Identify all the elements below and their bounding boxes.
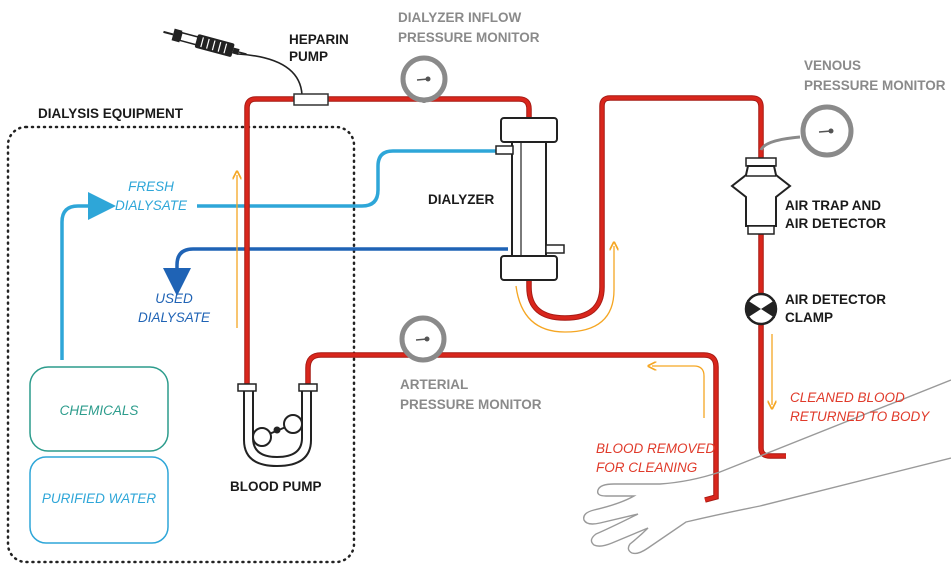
blood-removed-label-2: FOR CLEANING (596, 460, 697, 475)
arterial-monitor-label-2: PRESSURE MONITOR (400, 397, 542, 412)
venous-monitor-gauge (759, 104, 854, 158)
fresh-dialysate-label-2: DIALYSATE (115, 198, 188, 213)
purified-water-container (29, 456, 169, 544)
cleaned-blood-label-2: RETURNED TO BODY (790, 409, 930, 424)
blood-removed-label: BLOOD REMOVED (596, 441, 716, 456)
blood-pump-unit (237, 383, 318, 468)
venous-monitor-label-2: PRESSURE MONITOR (804, 78, 946, 93)
used-dialysate-line (163, 247, 508, 296)
cleaned-blood-label: CLEANED BLOOD (790, 390, 905, 405)
dialyzer-inflow-monitor-label: DIALYZER INFLOW (398, 10, 522, 25)
purified-water-label: PURIFIED WATER (42, 491, 157, 506)
dialyzer-inflow-monitor-gauge (400, 55, 448, 103)
heparin-pump-connector (293, 93, 329, 106)
chemicals-container (29, 366, 169, 452)
heparin-pump-label: HEPARIN (289, 32, 349, 47)
fresh-dialysate-line (60, 192, 116, 360)
venous-monitor-label: VENOUS (804, 58, 861, 73)
fresh-dialysate-line-to-dialyzer (197, 149, 498, 208)
blood-line-venous (526, 95, 764, 321)
blood-line-return (758, 232, 786, 459)
heparin-syringe (163, 28, 303, 96)
air-detector-clamp-label-2: CLAMP (785, 310, 833, 325)
dialyzer-unit (495, 117, 565, 281)
arterial-monitor-gauge (399, 315, 447, 363)
blood-pump-label: BLOOD PUMP (230, 479, 322, 494)
dialyzer-inflow-monitor-label-2: PRESSURE MONITOR (398, 30, 540, 45)
air-trap-label-2: AIR DETECTOR (785, 216, 886, 231)
dialyzer-label: DIALYZER (428, 192, 495, 207)
air-trap-unit (730, 157, 792, 235)
air-detector-clamp-label: AIR DETECTOR (785, 292, 886, 307)
flow-arrows (237, 175, 772, 418)
patient-arm (583, 379, 951, 555)
blood-line-to-dialyzer (244, 96, 532, 387)
used-dialysate-label: USED (155, 291, 193, 306)
chemicals-label: CHEMICALS (60, 403, 139, 418)
used-dialysate-label-2: DIALYSATE (138, 310, 211, 325)
air-detector-clamp-icon (744, 292, 778, 326)
fresh-dialysate-label: FRESH (128, 179, 174, 194)
dialysis-equipment-box (6, 125, 356, 564)
heparin-pump-label-2: PUMP (289, 49, 328, 64)
blood-line-arterial (305, 352, 719, 503)
dialysis-equipment-label: DIALYSIS EQUIPMENT (38, 106, 184, 121)
air-trap-label: AIR TRAP AND (785, 198, 881, 213)
arterial-monitor-label: ARTERIAL (400, 377, 468, 392)
